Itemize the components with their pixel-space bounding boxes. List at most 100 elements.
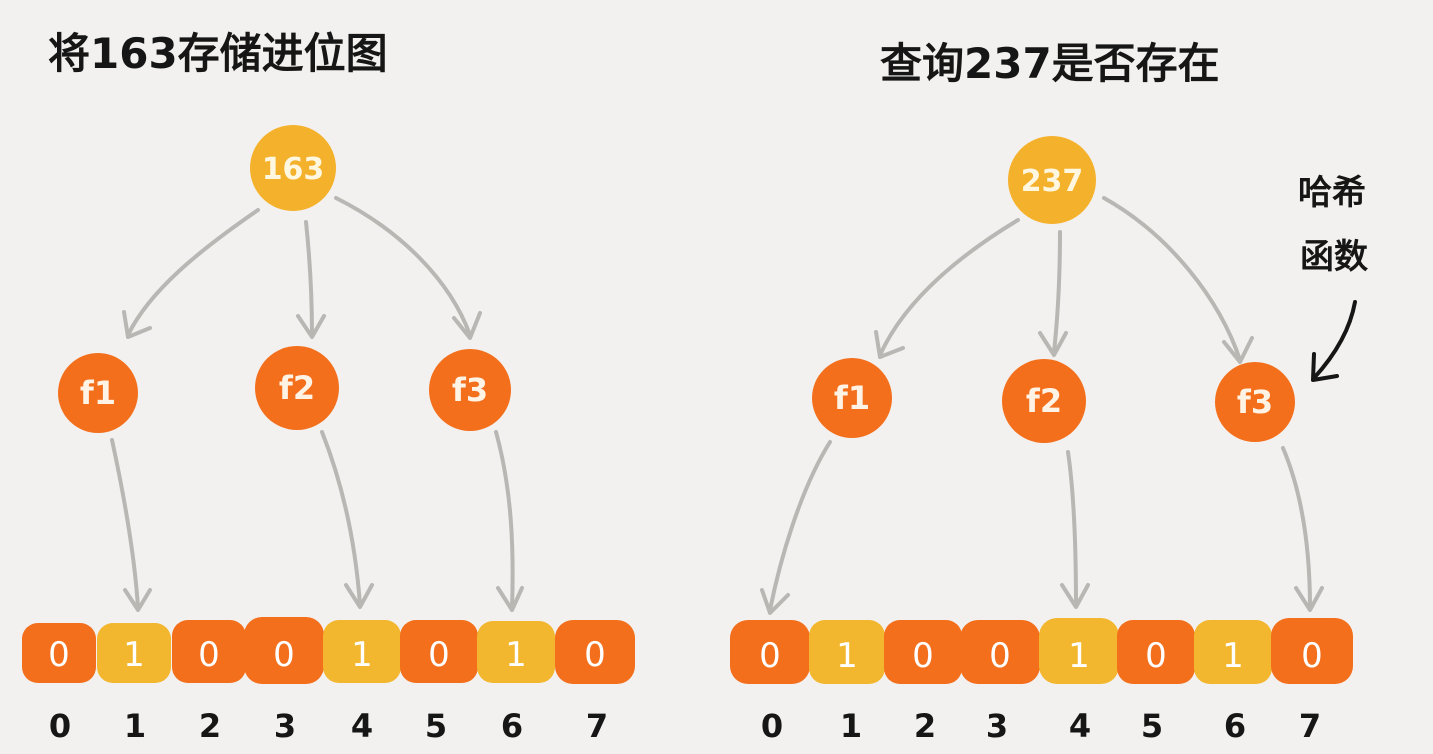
bit-cell: 1	[477, 621, 555, 683]
bit-value: 1	[505, 635, 527, 675]
bit-index: 2	[199, 707, 221, 745]
hash-function-label: f3	[1237, 383, 1273, 421]
bit-cell: 0	[730, 620, 810, 684]
bit-index: 5	[1141, 707, 1163, 745]
bit-cell: 0	[400, 620, 478, 683]
bit-index: 6	[1224, 707, 1246, 745]
bit-cell-box	[323, 620, 401, 683]
bit-value: 0	[1145, 636, 1167, 676]
bit-cell-box	[97, 623, 171, 683]
annotation-line-2: 函数	[1300, 237, 1368, 277]
bit-index: 7	[586, 707, 608, 745]
hash-function-f3: f3	[1215, 362, 1295, 442]
arrow-input-to-f2	[304, 220, 314, 337]
arrow-input-to-f3	[334, 196, 472, 337]
arrow-f3-to-bit-7	[1281, 446, 1312, 610]
hash-function-f1: f1	[58, 353, 138, 433]
bit-cell-box	[960, 620, 1040, 684]
hash-function-label: f2	[1026, 382, 1062, 420]
bit-cell-box	[1117, 620, 1195, 684]
arrow-head	[344, 583, 374, 609]
panel-store-163: 将163存储进位图 163	[22, 29, 635, 745]
annotation-arrow-head	[1311, 352, 1339, 382]
bit-index: 4	[351, 707, 373, 745]
bit-cell-box	[809, 620, 885, 684]
input-node-value: 163	[262, 152, 325, 187]
hash-function-label: f1	[834, 379, 870, 417]
bit-value: 1	[1222, 636, 1244, 676]
bit-index: 0	[761, 707, 783, 745]
arrow-head	[496, 586, 524, 612]
bit-index: 1	[124, 707, 146, 745]
arrow-f2-to-bit-4	[320, 430, 362, 607]
arrow-head	[122, 310, 152, 339]
hash-function-circle	[429, 349, 511, 431]
annotation-line-1: 哈希	[1298, 173, 1366, 213]
bit-value: 1	[123, 635, 145, 675]
panel-title: 查询237是否存在	[880, 39, 1220, 88]
hash-function-label: f2	[279, 369, 315, 407]
arrow-head	[760, 588, 790, 615]
bit-cell: 0	[172, 620, 246, 683]
bit-value: 0	[989, 636, 1011, 676]
arrow-f3-to-bit-6	[494, 430, 515, 610]
input-to-function-arrows	[874, 196, 1254, 364]
hash-function-label: f1	[80, 374, 116, 412]
bit-value: 1	[836, 636, 858, 676]
bit-value: 1	[1068, 636, 1090, 676]
bit-cell-box	[22, 623, 96, 683]
bit-index: 6	[501, 707, 523, 745]
hash-function-circle	[58, 353, 138, 433]
arrow-head	[296, 314, 326, 339]
arrow-f1-to-bit-1	[110, 438, 140, 610]
bit-cell-box	[1271, 618, 1353, 684]
annotation-arrow	[1312, 300, 1357, 380]
hash-function-annotation: 哈希 函数	[1298, 173, 1368, 382]
bit-value: 0	[273, 635, 295, 675]
bit-value: 0	[912, 636, 934, 676]
bit-cell: 0	[22, 623, 96, 683]
panel-title: 将163存储进位图	[48, 29, 388, 78]
arrow-head	[1294, 586, 1324, 612]
bit-index: 3	[986, 707, 1008, 745]
bit-value: 1	[351, 635, 373, 675]
hash-function-circle	[1215, 362, 1295, 442]
bit-cell: 0	[1117, 620, 1195, 684]
hash-function-f2: f2	[255, 346, 339, 430]
bit-index: 3	[274, 707, 296, 745]
input-node-circle	[250, 125, 336, 211]
bit-cell: 1	[97, 623, 171, 683]
hash-function-circle	[255, 346, 339, 430]
hash-function-circle	[1002, 359, 1086, 443]
bit-value: 0	[48, 635, 70, 675]
bit-cell: 1	[323, 620, 401, 683]
arrow-f2-to-bit-4	[1066, 450, 1078, 607]
function-to-bit-arrows	[760, 440, 1324, 615]
input-node: 237	[1008, 136, 1096, 224]
arrow-head	[874, 330, 905, 359]
bit-cell-box	[555, 620, 635, 684]
bit-index: 4	[1069, 707, 1091, 745]
bit-cell-box	[1039, 618, 1119, 684]
function-to-bit-arrows	[110, 430, 524, 612]
hash-function-label: f3	[452, 371, 488, 409]
input-node-value: 237	[1021, 164, 1084, 199]
bit-indices: 0 1 2 3 4 5 6 7	[49, 707, 608, 745]
bit-cell-box	[400, 620, 478, 683]
bit-cell: 0	[555, 620, 635, 684]
bit-index: 1	[840, 707, 862, 745]
panel-query-237: 查询237是否存在 237	[730, 39, 1368, 745]
arrow-head	[452, 311, 482, 340]
bit-cell: 0	[244, 617, 324, 684]
hash-function-circle	[812, 358, 892, 438]
bit-value: 0	[428, 635, 450, 675]
bit-cell: 1	[809, 620, 885, 684]
bit-cell: 0	[884, 620, 962, 684]
bit-cell: 1	[1194, 620, 1272, 684]
input-node-circle	[1008, 136, 1096, 224]
arrow-f1-to-bit-0	[768, 440, 832, 612]
bit-indices: 0 1 2 3 4 5 6 7	[761, 707, 1321, 745]
bit-cell-box	[1194, 620, 1272, 684]
